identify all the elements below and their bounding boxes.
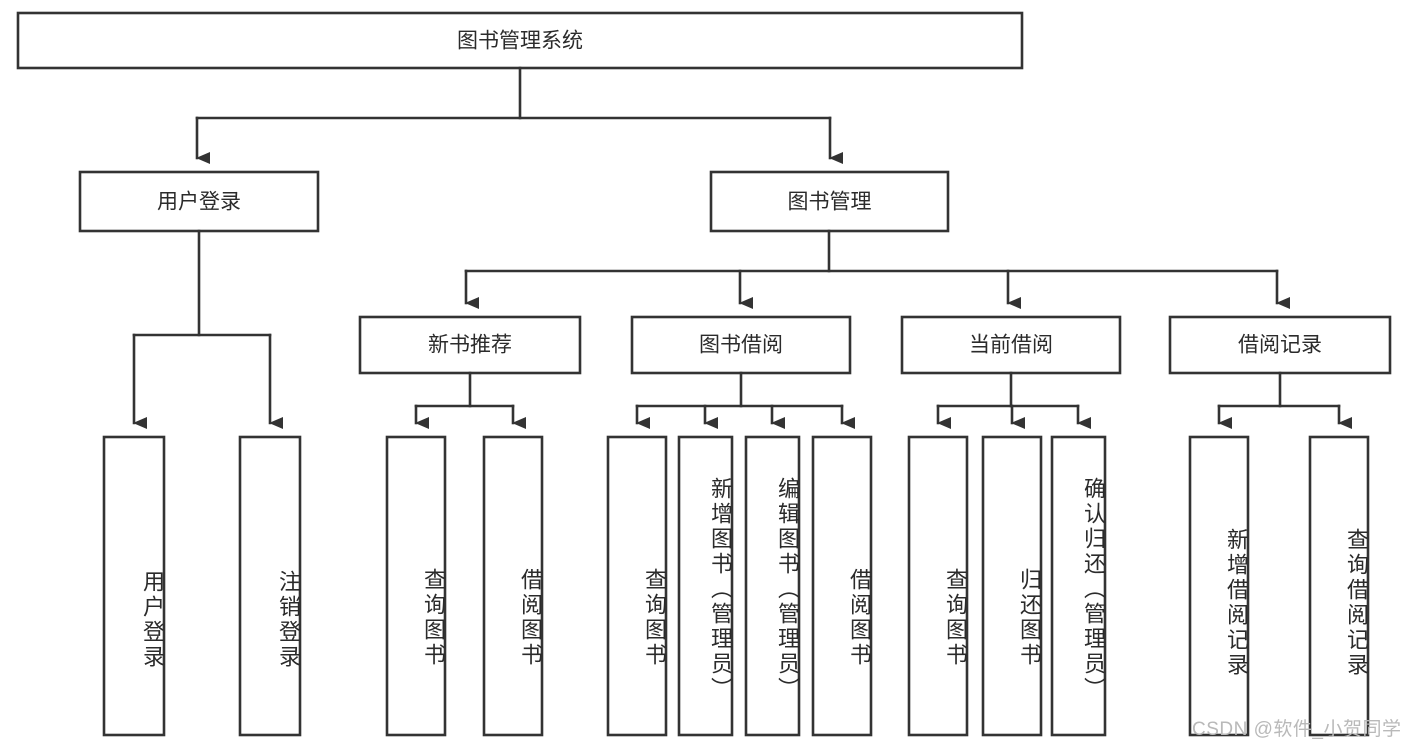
node-new-book-recommend[interactable]: 新书推荐	[358, 315, 582, 375]
node-user-login[interactable]: 用户登录	[78, 170, 320, 233]
leaf-box-add-borrow-record[interactable]	[1188, 435, 1250, 737]
node-book-management[interactable]: 图书管理	[709, 170, 950, 233]
connector-book-borrow-to-leaves	[635, 371, 855, 429]
leaf-box-user-login[interactable]	[102, 435, 166, 737]
leaf-box-confirm-return-admin[interactable]	[1050, 435, 1107, 737]
connector-user-login-to-leaves	[132, 229, 283, 429]
node-root-label: 图书管理系统	[457, 30, 583, 53]
node-current-borrow-label: 当前借阅	[969, 334, 1053, 357]
connector-borrow-record-to-leaves	[1217, 371, 1352, 429]
node-root[interactable]: 图书管理系统	[16, 11, 1024, 70]
node-borrow-record[interactable]: 借阅记录	[1168, 315, 1392, 375]
node-new-book-recommend-box	[358, 315, 582, 375]
node-current-borrow-box	[900, 315, 1122, 375]
connector-new-book-recommend-to-leaves	[414, 371, 526, 429]
node-current-borrow[interactable]: 当前借阅	[900, 315, 1122, 375]
leaf-box-return-book[interactable]	[981, 435, 1043, 737]
node-book-borrow[interactable]: 图书借阅	[630, 315, 852, 375]
leaf-box-borrow-book-recommend[interactable]	[482, 435, 544, 737]
node-book-management-label: 图书管理	[788, 191, 872, 214]
connector-root-to-level2	[195, 66, 843, 164]
node-new-book-recommend-label: 新书推荐	[428, 334, 512, 357]
leaf-boxes	[102, 435, 1370, 737]
connector-current-borrow-to-leaves	[936, 371, 1091, 429]
leaf-box-add-book-admin[interactable]	[677, 435, 734, 737]
connector-book-management-to-level3	[464, 229, 1290, 309]
node-book-borrow-label: 图书借阅	[699, 334, 783, 357]
leaf-box-query-borrow-record[interactable]	[1308, 435, 1370, 737]
node-borrow-record-label: 借阅记录	[1238, 334, 1322, 357]
node-user-login-label: 用户登录	[157, 191, 241, 214]
leaf-box-query-book-recommend[interactable]	[385, 435, 447, 737]
leaf-box-logout[interactable]	[238, 435, 302, 737]
node-root-box	[16, 11, 1024, 70]
leaf-box-query-book-borrow[interactable]	[606, 435, 668, 737]
leaf-box-edit-book-admin[interactable]	[744, 435, 801, 737]
leaf-box-query-book-current[interactable]	[907, 435, 969, 737]
node-user-login-box	[78, 170, 320, 233]
leaf-box-borrow-book[interactable]	[811, 435, 873, 737]
csdn-watermark: CSDN @软件_小贺同学	[1192, 719, 1402, 740]
